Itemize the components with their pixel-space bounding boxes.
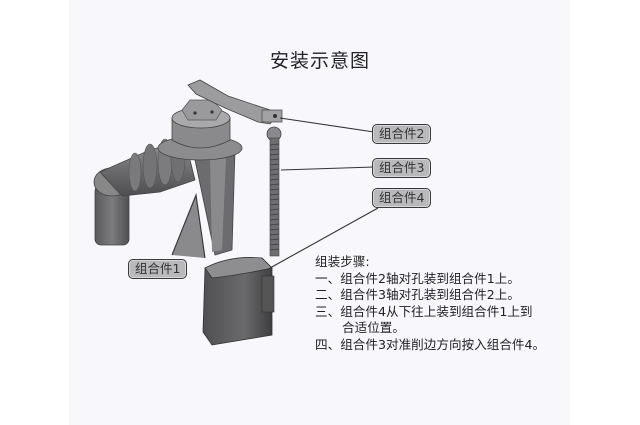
steps-heading: 组装步骤: [315,254,370,269]
assembly-steps: 组装步骤: 一、组合件2轴对孔装到组合件1上。 二、组合件3轴对孔装到组合件2上… [315,254,545,354]
step-1-number: 一、 [315,270,341,286]
assembly-1-valve-body [157,99,243,256]
step-2: 二、组合件3轴对孔装到组合件2上。 [315,287,545,304]
step-3-number: 三、 [315,303,341,319]
step-3: 三、组合件4从下往上装到组合件1上到 [315,304,545,321]
leader-lines [171,117,379,269]
step-3-continuation: 合适位置。 [342,320,405,336]
step-4-text: 组合件3对准削边方向按入组合件4。 [340,336,546,352]
step-4: 四、组合件3对准削边方向按入组合件4。 [315,337,545,354]
assembly-2-lever [187,79,283,125]
step-3-text: 组合件4从下往上装到组合件1上到 [340,303,533,319]
step-1: 一、组合件2轴对孔装到组合件1上。 [315,271,545,288]
step-2-text: 组合件3轴对孔装到组合件2上。 [340,287,520,303]
diagram-title: 安装示意图 [269,50,370,72]
assembly-3-threaded-rod [266,126,282,257]
assembly-4-float-box [202,257,275,346]
scanned-sheet [69,0,570,425]
step-4-number: 四、 [315,336,341,352]
callout-assembly-4: 组合件4 [372,188,432,208]
step-1-text: 组合件2轴对孔装到组合件1上。 [340,270,520,286]
callout-assembly-2: 组合件2 [372,124,432,144]
step-2-number: 二、 [315,287,341,303]
callout-assembly-1: 组合件1 [128,259,188,279]
callout-assembly-3: 组合件3 [372,158,432,178]
